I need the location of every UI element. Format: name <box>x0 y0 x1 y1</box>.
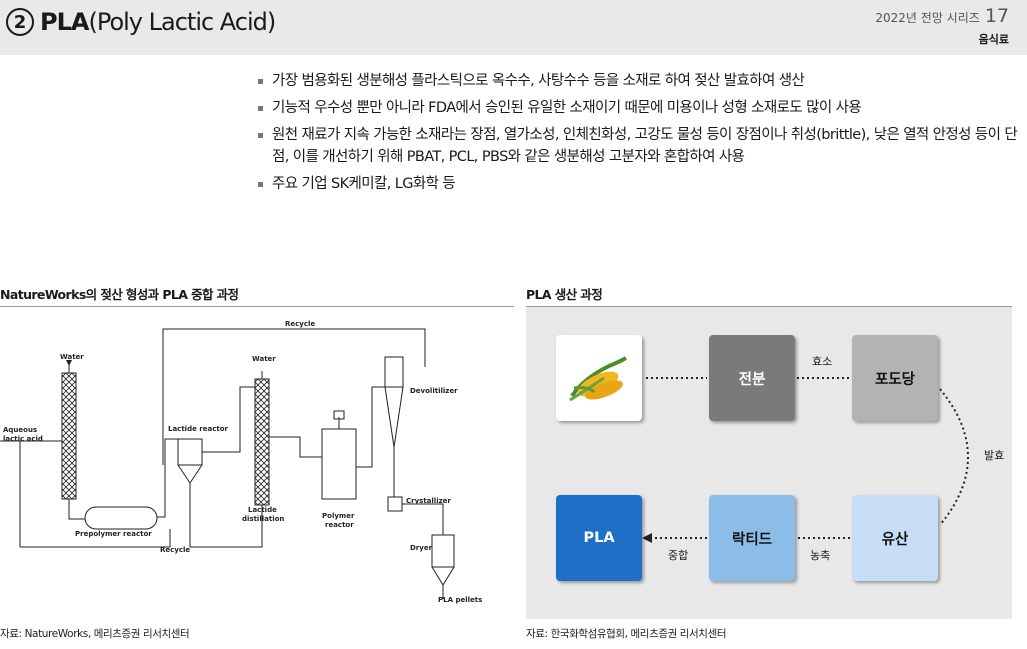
label-lactide-reactor: Lactide reactor <box>168 425 229 433</box>
label-water-2: Water <box>252 355 276 363</box>
dryer-shape <box>431 534 455 568</box>
left-panel-title: NatureWorks의 젖산 형성과 PLA 중합 과정 <box>0 287 239 302</box>
process-diagram-panel: Recycle Water Water Aqueous lactic acid … <box>0 306 514 616</box>
crystallizer-shape <box>387 496 403 512</box>
label-devolitilizer: Devolitilizer <box>410 387 458 395</box>
label-pla-pellets: PLA pellets <box>438 596 482 604</box>
lactide-reactor-shape <box>177 438 203 466</box>
box-starch: 전분 <box>709 335 795 421</box>
bullet-text: 기능적 우수성 뿐만 아니라 FDA에서 승인된 유일한 소재이기 때문에 미용… <box>272 100 862 116</box>
box-pla-label: PLA <box>583 530 615 546</box>
bullet-item: 주요 기업 SK케미칼, LG화학 등 <box>258 173 1018 195</box>
box-glucose-label: 포도당 <box>874 371 916 388</box>
bullet-marker <box>258 182 263 187</box>
box-lactic-acid-label: 유산 <box>881 531 909 548</box>
label-concentration: 농축 <box>810 549 831 562</box>
bullet-marker <box>258 133 263 138</box>
bullet-item: 원천 재료가 지속 가능한 소재라는 장점, 열가소성, 인체친화성, 고강도 … <box>258 124 1018 168</box>
label-polymerization: 중합 <box>668 549 689 562</box>
label-recycle-bottom: Recycle <box>160 546 190 554</box>
right-source: 자료: 한국화학섬유협회, 메리츠증권 리서치센터 <box>526 628 727 640</box>
prepolymer-reactor-shape <box>84 506 158 530</box>
series-number: 17 <box>984 5 1009 27</box>
corn-icon <box>569 356 627 402</box>
title-main: PLA <box>40 8 89 36</box>
pla-flow-panel: 전분 포도당 유산 락티드 PLA 효소 발효 농축 중합 <box>526 306 1012 619</box>
distillation-column-2 <box>254 378 270 506</box>
label-crystallizer: Crystallizer <box>406 497 451 505</box>
label-water-1: Water <box>60 353 84 361</box>
label-recycle-top: Recycle <box>285 320 315 328</box>
corn-image <box>556 335 642 421</box>
box-lactic-acid: 유산 <box>852 495 938 581</box>
title-sub: (Poly Lactic Acid) <box>88 8 276 36</box>
label-fermentation: 발효 <box>984 449 1005 462</box>
box-pla: PLA <box>556 495 642 581</box>
label-dryer: Dryer <box>410 544 433 552</box>
distillation-column-1 <box>61 372 77 500</box>
label-lactide: Lactide <box>248 506 277 514</box>
series-label-group: 2022년 전망 시리즈 17 <box>875 5 1009 27</box>
category-label: 음식료 <box>978 33 1009 46</box>
bullet-marker <box>258 79 263 84</box>
right-panel-title: PLA 생산 과정 <box>526 287 603 302</box>
label-polymer: Polymer <box>322 512 355 520</box>
arrowhead-to-pla <box>642 533 652 543</box>
label-prepolymer-reactor: Prepolymer reactor <box>75 530 152 538</box>
page-header: 2 PLA (Poly Lactic Acid) 2022년 전망 시리즈 17… <box>0 0 1027 55</box>
bullet-text: 가장 범용화된 생분해성 플라스틱으로 옥수수, 사탕수수 등을 소재로 하여 … <box>272 73 805 89</box>
label-aqueous: Aqueous <box>3 426 37 434</box>
label-reactor: reactor <box>325 521 354 529</box>
label-lactic-acid: lactic acid <box>3 435 43 443</box>
bullet-item: 기능적 우수성 뿐만 아니라 FDA에서 승인된 유일한 소재이기 때문에 미용… <box>258 97 1018 119</box>
series-label: 2022년 전망 시리즈 <box>875 11 980 25</box>
bullet-text: 원천 재료가 지속 가능한 소재라는 장점, 열가소성, 인체친화성, 고강도 … <box>272 127 1018 165</box>
bullet-list: 가장 범용화된 생분해성 플라스틱으로 옥수수, 사탕수수 등을 소재로 하여 … <box>258 70 1018 200</box>
label-distillation: distillation <box>242 515 284 523</box>
box-lactide-label: 락티드 <box>731 531 773 548</box>
label-enzyme: 효소 <box>812 355 833 368</box>
process-diagram: Recycle Water Water Aqueous lactic acid … <box>0 320 482 604</box>
box-glucose: 포도당 <box>852 335 938 421</box>
section-number: 2 <box>6 8 34 36</box>
section-title: 2 PLA (Poly Lactic Acid) <box>6 8 276 36</box>
box-starch-label: 전분 <box>738 371 766 388</box>
connector-glucose-lactic <box>939 388 969 526</box>
box-lactide: 락티드 <box>709 495 795 581</box>
polymer-reactor-shape <box>321 428 357 500</box>
left-source: 자료: NatureWorks, 메리츠증권 리서치센터 <box>0 628 190 640</box>
bullet-text: 주요 기업 SK케미칼, LG화학 등 <box>272 176 456 192</box>
bullet-item: 가장 범용화된 생분해성 플라스틱으로 옥수수, 사탕수수 등을 소재로 하여 … <box>258 70 1018 92</box>
devolitilizer-shape <box>384 356 404 388</box>
bullet-marker <box>258 106 263 111</box>
